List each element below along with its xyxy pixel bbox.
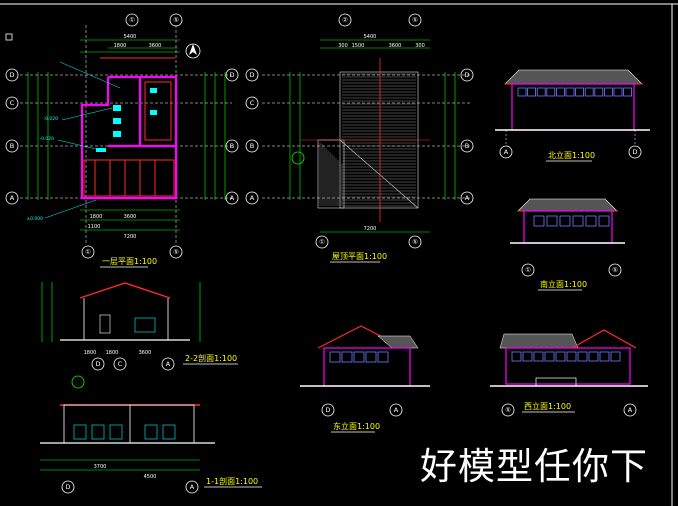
- plan-note-1: -0.020: [43, 116, 58, 122]
- south-window-row: [511, 351, 621, 362]
- plan-axis-right-0: D: [229, 71, 234, 79]
- plan-axis-top-0: ①: [129, 16, 135, 24]
- roof-axis-right-0: D: [464, 71, 469, 79]
- roof-plan-caption: 屋顶平面1:100: [332, 252, 387, 261]
- plan-dim-bot-2: 1100: [88, 224, 101, 230]
- roof-hatching: [319, 73, 416, 207]
- plan-axis-left-0: D: [9, 71, 14, 79]
- sec22-dim-1: 1800: [106, 350, 119, 356]
- plan-axis-left-2: B: [10, 142, 14, 150]
- plan-axis-bot-0: ①: [85, 248, 91, 256]
- south-axis-0: ⑤: [505, 406, 511, 414]
- roof-axis-left-1: C: [250, 99, 255, 107]
- roof-dim-top-4: 300: [415, 43, 425, 49]
- north-axis-1: D: [632, 148, 637, 156]
- sec22-axis-1: C: [118, 360, 123, 368]
- south-axis-1: A: [628, 406, 633, 414]
- floor-plan-view: -0.020 -0.020 ±0.000 5400 1800 3600 1800…: [5, 13, 239, 268]
- east-window-row: [533, 215, 610, 227]
- roof-axis-bot-1: ⑤: [412, 238, 418, 246]
- sec22-axis-2: A: [166, 360, 171, 368]
- plan-axis-bot-1: ⑤: [173, 248, 179, 256]
- plan-dim-bot-1: 3600: [124, 214, 137, 220]
- plan-axis-left-3: A: [10, 194, 15, 202]
- north-axis-0: A: [504, 148, 509, 156]
- east-elevation-view: ① ⑤ 南立面1:100: [510, 198, 625, 291]
- plan-dim-bot-3: 7200: [124, 234, 137, 240]
- east-axis-0: ①: [525, 266, 531, 274]
- section-22-view: 1800 1800 3600 D C A 2-2剖面1:100: [41, 282, 238, 371]
- watermark: 好模型任你下: [420, 445, 648, 488]
- plan-axis-right-1: B: [230, 142, 234, 150]
- roof-axis-top-0: ②: [342, 16, 348, 24]
- sec22-dim-2: 3600: [139, 350, 152, 356]
- roof-dim-top-3: 3600: [389, 43, 402, 49]
- roof-axis-right-1: B: [465, 142, 469, 150]
- south-elevation-caption: 西立面1:100: [524, 401, 571, 411]
- sec11-dim-1: 4500: [144, 474, 157, 480]
- roof-plan-view: 5400 300 1500 3600 300 7200 ② ⑤ ① ⑤ D C …: [245, 13, 474, 263]
- west-axis-1: A: [394, 406, 399, 414]
- sec22-axis-0: D: [95, 360, 100, 368]
- roof-axis-right-2: A: [465, 194, 470, 202]
- plan-dim-bot-0: 1800: [90, 214, 103, 220]
- section-11-view: 3700 4500 D A 1-1剖面1:100: [40, 375, 262, 494]
- floor-plan-caption: 一层平面1:100: [102, 257, 157, 266]
- plan-dim-top-2: 3600: [149, 43, 162, 49]
- roof-axis-top-1: ⑤: [412, 16, 418, 24]
- roof-axis-left-3: A: [250, 194, 255, 202]
- roof-axis-left-2: B: [250, 142, 254, 150]
- sec11-axis-1: A: [190, 483, 195, 491]
- north-elevation-view: A D 北立面1:100: [495, 69, 650, 162]
- south-elevation-view: ⑤ A 西立面1:100: [490, 329, 648, 417]
- east-axis-1: ⑤: [612, 266, 618, 274]
- west-window-row: [329, 351, 389, 363]
- plan-dim-top-1: 1800: [114, 43, 127, 49]
- section-22-caption: 2-2剖面1:100: [185, 353, 237, 363]
- roof-dim-top-1: 300: [338, 43, 348, 49]
- roof-axis-bot-0: ①: [319, 238, 325, 246]
- plan-note-2: -0.020: [39, 136, 54, 142]
- plan-axis-right-2: A: [230, 194, 235, 202]
- east-elevation-caption: 南立面1:100: [540, 279, 587, 289]
- roof-dim-bot-0: 7200: [364, 226, 377, 232]
- west-axis-0: D: [325, 406, 330, 414]
- roof-dim-top-0: 5400: [364, 34, 377, 40]
- north-elevation-caption: 北立面1:100: [548, 150, 595, 160]
- sec11-dim-0: 3700: [94, 464, 107, 470]
- roof-axis-left-0: D: [249, 71, 254, 79]
- plan-note-3: ±0.000: [26, 216, 43, 222]
- plan-axis-top-1: ⑤: [173, 16, 179, 24]
- plan-axis-left-1: C: [10, 99, 15, 107]
- frame-marker: [5, 33, 13, 41]
- roof-dim-top-2: 1500: [352, 43, 365, 49]
- north-arrow-needle-icon: [189, 44, 197, 55]
- sec22-dim-0: 1800: [84, 350, 97, 356]
- sec11-axis-0: D: [65, 483, 70, 491]
- west-elevation-view: D A 东立面1:100: [300, 325, 430, 433]
- north-window-row: [517, 87, 632, 97]
- section-11-caption: 1-1剖面1:100: [206, 476, 258, 486]
- west-elevation-caption: 东立面1:100: [333, 421, 380, 431]
- plan-dim-top-0: 5400: [124, 34, 137, 40]
